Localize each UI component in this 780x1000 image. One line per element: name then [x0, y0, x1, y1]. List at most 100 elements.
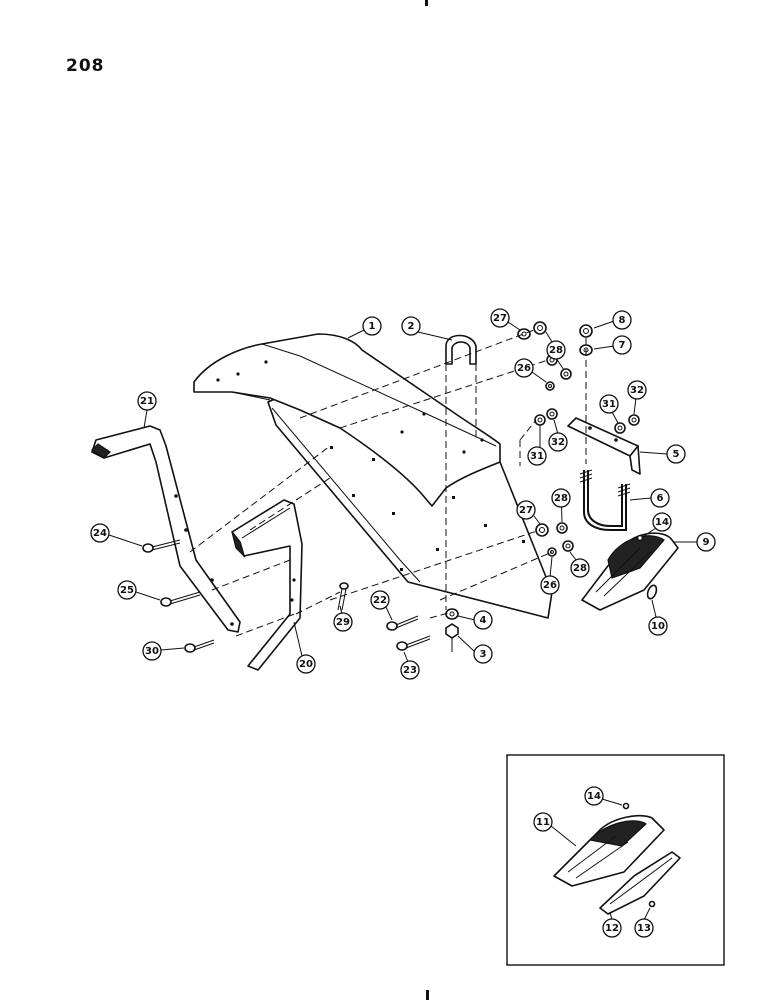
callout-circle	[400, 660, 420, 680]
callout-number: 14	[655, 517, 669, 528]
front-bracket-part	[231, 499, 303, 671]
callout-number: 9	[703, 537, 710, 548]
callout-circle	[362, 316, 382, 336]
callout-circle	[527, 446, 547, 466]
callout-28: 28	[551, 488, 571, 508]
callout-29: 29	[333, 612, 353, 632]
callout-circle	[652, 512, 672, 532]
callout-21: 21	[137, 391, 157, 411]
callout-27: 27	[490, 308, 510, 328]
callout-22: 22	[370, 590, 390, 610]
callout-25: 25	[117, 580, 137, 600]
callout-circle	[634, 918, 654, 938]
callout-number: 8	[619, 315, 626, 326]
callout-circle	[333, 612, 353, 632]
callout-circle	[666, 444, 686, 464]
callout-23: 23	[400, 660, 420, 680]
callout-circle	[551, 488, 571, 508]
callout-26: 26	[540, 575, 560, 595]
callout-31: 31	[599, 394, 619, 414]
callout-number: 27	[519, 505, 533, 516]
callout-number: 24	[93, 528, 107, 539]
callout-number: 3	[480, 649, 487, 660]
grab-handle-part	[445, 334, 477, 365]
callout-circle	[533, 812, 553, 832]
callout-31: 31	[527, 446, 547, 466]
callout-circle	[370, 590, 390, 610]
callout-circle	[514, 358, 534, 378]
callout-number: 28	[554, 493, 568, 504]
callout-circle	[599, 394, 619, 414]
callout-9: 9	[696, 532, 716, 552]
callout-number: 31	[530, 451, 544, 462]
callout-6: 6	[650, 488, 670, 508]
shield-plate-part	[581, 532, 679, 611]
callout-number: 12	[605, 923, 619, 934]
callout-11: 11	[533, 812, 553, 832]
callout-number: 22	[373, 595, 387, 606]
callout-circle	[142, 641, 162, 661]
callout-14: 14	[652, 512, 672, 532]
callout-number: 23	[403, 665, 417, 676]
callout-20: 20	[296, 654, 316, 674]
callout-5: 5	[666, 444, 686, 464]
callout-circle	[546, 340, 566, 360]
callout-26: 26	[514, 358, 534, 378]
callout-3: 3	[473, 644, 493, 664]
callout-circle	[696, 532, 716, 552]
callout-number: 29	[336, 617, 350, 628]
callout-4: 4	[473, 610, 493, 630]
callout-14: 14	[584, 786, 604, 806]
callout-number: 30	[145, 646, 159, 657]
hardware-parts	[142, 321, 644, 653]
callout-12: 12	[602, 918, 622, 938]
callout-13: 13	[634, 918, 654, 938]
callout-32: 32	[627, 380, 647, 400]
callout-number: 21	[140, 396, 154, 407]
callout-circle	[584, 786, 604, 806]
callout-circle	[540, 575, 560, 595]
callout-7: 7	[612, 335, 632, 355]
callout-circle	[627, 380, 647, 400]
callout-number: 32	[630, 385, 644, 396]
callout-number: 25	[120, 585, 134, 596]
callout-27: 27	[516, 500, 536, 520]
callout-circle	[548, 432, 568, 452]
callout-circle	[401, 316, 421, 336]
callout-circle	[602, 918, 622, 938]
rear-bracket-part	[91, 425, 241, 633]
callout-2: 2	[401, 316, 421, 336]
top-edge-mark	[425, 0, 428, 6]
callout-number: 13	[637, 923, 651, 934]
callout-number: 26	[543, 580, 557, 591]
callout-number: 4	[480, 615, 487, 626]
callout-number: 10	[651, 621, 665, 632]
callout-number: 26	[517, 363, 531, 374]
page-number: 208	[66, 56, 105, 76]
callout-circle	[490, 308, 510, 328]
callout-number: 1	[369, 321, 376, 332]
callout-circle	[117, 580, 137, 600]
callout-number: 28	[573, 563, 587, 574]
callout-10: 10	[648, 616, 668, 636]
callout-28: 28	[570, 558, 590, 578]
callout-circle	[612, 335, 632, 355]
callout-number: 11	[536, 817, 550, 828]
callout-number: 27	[493, 313, 507, 324]
callout-number: 32	[551, 437, 565, 448]
callout-circle	[612, 310, 632, 330]
callout-circle	[473, 644, 493, 664]
callout-number: 31	[602, 399, 616, 410]
u-bolt-part	[579, 469, 631, 531]
alignment-lines	[189, 329, 587, 637]
callout-32: 32	[548, 432, 568, 452]
callout-number: 28	[549, 345, 563, 356]
bottom-edge-mark	[426, 990, 429, 1000]
callout-number: 14	[587, 791, 601, 802]
callout-24: 24	[90, 523, 110, 543]
callout-number: 20	[299, 659, 313, 670]
callout-circle	[473, 610, 493, 630]
callout-28: 28	[546, 340, 566, 360]
